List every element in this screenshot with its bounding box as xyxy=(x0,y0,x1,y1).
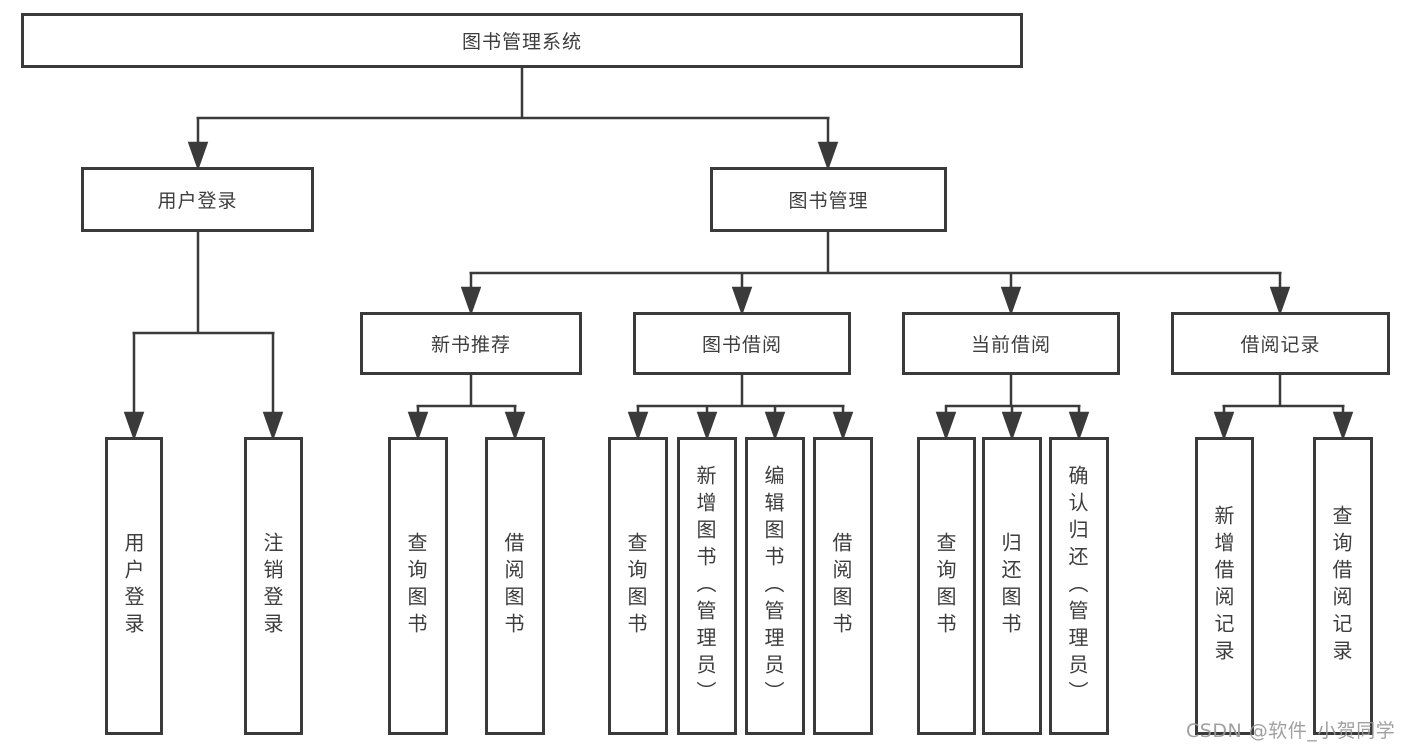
leaf-user-login: 用户登录 xyxy=(105,437,163,735)
leaf-add-book-admin: 新增图书（管理员） xyxy=(677,437,737,735)
node-current-borrowing: 当前借阅 xyxy=(902,312,1120,375)
csdn-watermark: CSDN @软件_小贺同学 xyxy=(1186,720,1396,742)
leaf-add-borrow-record: 新增借阅记录 xyxy=(1195,437,1254,735)
leaf-logout: 注销登录 xyxy=(244,437,303,735)
leaf-query-books-1: 查询图书 xyxy=(388,437,448,735)
node-book-borrowing: 图书借阅 xyxy=(633,312,851,375)
node-root: 图书管理系统 xyxy=(21,13,1023,68)
leaf-borrow-books-1: 借阅图书 xyxy=(485,437,545,735)
node-borrowing-records: 借阅记录 xyxy=(1171,312,1390,375)
leaf-edit-book-admin: 编辑图书（管理员） xyxy=(745,437,805,735)
leaf-query-books-3: 查询图书 xyxy=(917,437,976,735)
leaf-borrow-books-2: 借阅图书 xyxy=(813,437,873,735)
leaf-return-books: 归还图书 xyxy=(982,437,1042,735)
leaf-query-borrow-record: 查询借阅记录 xyxy=(1313,437,1373,735)
node-new-book-recommendation: 新书推荐 xyxy=(360,312,582,375)
node-book-management: 图书管理 xyxy=(710,167,947,232)
node-user-login: 用户登录 xyxy=(81,167,314,232)
leaf-confirm-return-admin: 确认归还（管理员） xyxy=(1049,437,1109,735)
leaf-query-books-2: 查询图书 xyxy=(608,437,668,735)
